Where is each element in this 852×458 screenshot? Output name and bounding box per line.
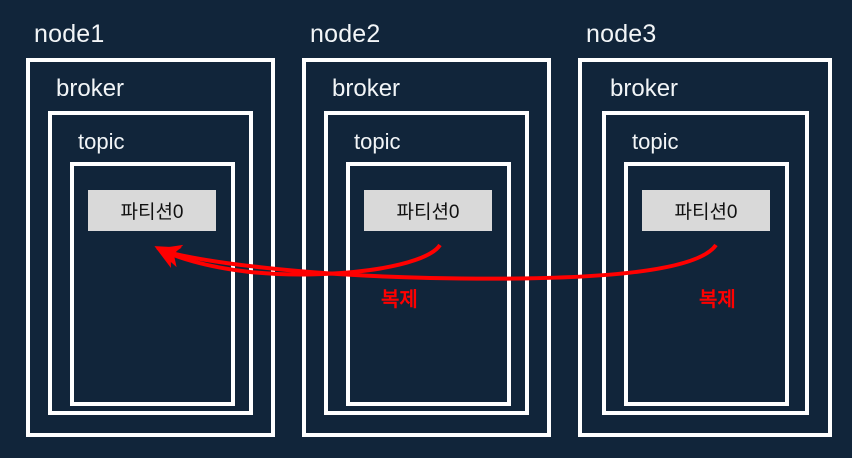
replication-label-node3: 복제 (699, 289, 736, 311)
replication-label-node2: 복제 (381, 289, 418, 311)
topic-label-node1: topic (78, 129, 125, 154)
node-label-node1: node1 (34, 20, 105, 48)
partition-node3[interactable]: 파티션0 (642, 190, 770, 231)
node-group-node1: node1 broker topic 파티션0 (26, 20, 275, 437)
broker-group-node2: broker topic 파티션0 (324, 75, 529, 415)
topic-box-node2 (346, 162, 511, 406)
topic-label-node2: topic (354, 129, 401, 154)
topic-box-node1 (70, 162, 235, 406)
topic-box-node3 (624, 162, 789, 406)
topic-label-node3: topic (632, 129, 679, 154)
broker-group-node3: broker topic 파티션0 (602, 75, 809, 415)
node-label-node3: node3 (586, 20, 657, 48)
partition-node2[interactable]: 파티션0 (364, 190, 492, 231)
node-label-node2: node2 (310, 20, 381, 48)
broker-label-node3: broker (610, 75, 679, 102)
broker-label-node2: broker (332, 75, 401, 102)
broker-group-node1: broker topic 파티션0 (48, 75, 253, 415)
topic-group-node2: topic 파티션0 (346, 129, 511, 406)
topic-group-node1: topic 파티션0 (70, 129, 235, 406)
node-group-node3: node3 broker topic 파티션0 (578, 20, 832, 437)
node-group-node2: node2 broker topic 파티션0 (302, 20, 551, 437)
topic-group-node3: topic 파티션0 (624, 129, 789, 406)
partition-node1[interactable]: 파티션0 (88, 190, 216, 231)
broker-label-node1: broker (56, 75, 125, 102)
